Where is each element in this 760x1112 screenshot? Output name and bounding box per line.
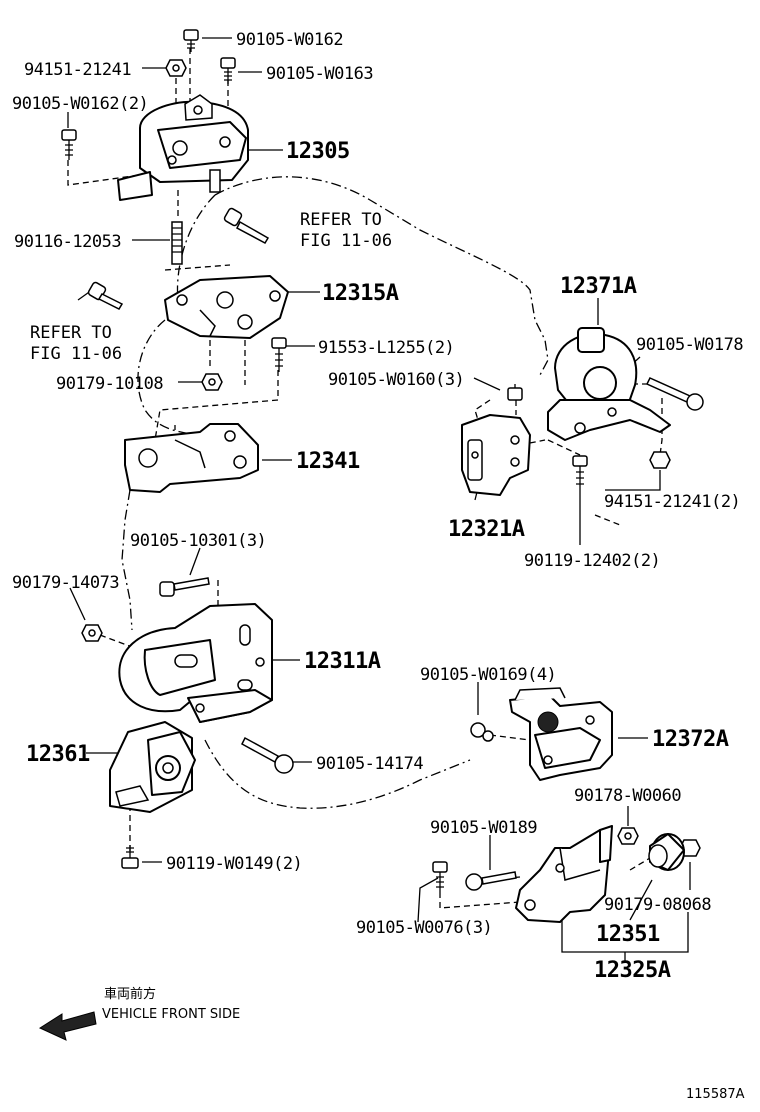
label-91553-L1255-2: 91553-L1255(2)	[318, 338, 454, 358]
label-refer-upper-line2: FIG 11-06	[300, 231, 392, 251]
front-indicator: 車両前方 VEHICLE FRONT SIDE	[38, 986, 240, 1041]
label-12351: 12351	[596, 922, 660, 947]
label-12372A: 12372A	[652, 727, 729, 752]
label-12371A: 12371A	[560, 274, 637, 299]
label-12305: 12305	[286, 139, 350, 164]
label-12315A: 12315A	[322, 281, 399, 306]
label-12361: 12361	[26, 742, 90, 767]
bolt-90105-W0178-icon	[645, 377, 704, 411]
label-94151-21241: 94151-21241	[24, 60, 131, 80]
part-12315A-bracket-icon	[164, 275, 289, 339]
label-90179-14073: 90179-14073	[12, 573, 119, 593]
label-90179-10108: 90179-10108	[56, 374, 163, 394]
bolt-90105-10301-icon	[159, 577, 210, 597]
label-12321A: 12321A	[448, 517, 525, 542]
label-refer-upper-line1: REFER TO	[300, 210, 382, 230]
bolt-91553-L1255-icon	[271, 337, 287, 372]
part-12325A-bracket-icon	[515, 825, 613, 923]
label-90105-W0076-3: 90105-W0076(3)	[356, 918, 492, 938]
vehicle-front-jp-label: 車両前方	[104, 986, 156, 1002]
label-90178-W0060: 90178-W0060	[574, 786, 681, 806]
nut-90178-W0060-icon	[617, 827, 639, 845]
nut-94151-21241-2-icon	[649, 451, 671, 469]
bolt-90105-14174-icon	[241, 736, 294, 774]
part-12351-cushion-icon	[648, 833, 685, 871]
bolt-90105-W0162-icon	[183, 29, 199, 52]
figure-code: 115587A	[686, 1087, 745, 1102]
label-90105-14174: 90105-14174	[316, 754, 423, 774]
label-90105-W0163: 90105-W0163	[266, 64, 373, 84]
nut-94151-21241-icon	[165, 59, 187, 77]
part-12321A-bracket-icon	[461, 414, 531, 496]
part-12371A-mount-icon	[547, 327, 671, 441]
bolt-90105-W0189-icon	[465, 871, 517, 891]
label-90179-08068: 90179-08068	[604, 895, 711, 915]
part-labels: 90105-W0162 94151-21241 90105-W0163 9010…	[12, 30, 744, 983]
label-90119-12402-2: 90119-12402(2)	[524, 551, 660, 571]
bolt-90105-W0162-2-icon	[61, 129, 77, 160]
part-12311A-bracket-icon	[118, 603, 273, 723]
part-12305-mount-icon	[117, 94, 249, 201]
bolt-refer-lower-icon	[87, 281, 124, 310]
label-90119-W0149-2: 90119-W0149(2)	[166, 854, 302, 874]
label-90105-W0178: 90105-W0178	[636, 335, 743, 355]
label-90105-W0160-3: 90105-W0160(3)	[328, 370, 464, 390]
label-12341: 12341	[296, 449, 360, 474]
label-90105-W0189: 90105-W0189	[430, 818, 537, 838]
label-90105-W0162-2: 90105-W0162(2)	[12, 94, 148, 114]
label-90116-12053: 90116-12053	[14, 232, 121, 252]
label-90105-10301-3: 90105-10301(3)	[130, 531, 266, 551]
label-94151-21241-2: 94151-21241(2)	[604, 492, 740, 512]
part-12341-bracket-icon	[124, 423, 259, 493]
bolt-90119-12402-icon	[572, 455, 588, 490]
stud-90116-12053-icon	[171, 221, 183, 265]
label-refer-lower-line2: FIG 11-06	[30, 344, 122, 364]
vehicle-front-en-label: VEHICLE FRONT SIDE	[102, 1007, 240, 1022]
part-12372A-mount-icon	[509, 687, 613, 781]
bolt-90105-W0169-icon	[470, 722, 494, 742]
part-12361-mount-icon	[109, 721, 196, 813]
parts	[109, 94, 685, 923]
arrow-left-icon	[38, 1011, 97, 1041]
label-12325A: 12325A	[594, 958, 671, 983]
label-12311A: 12311A	[304, 649, 381, 674]
bolt-refer-upper-icon	[223, 207, 270, 244]
bolt-90119-W0149-icon	[121, 845, 139, 869]
bolt-90105-W0160-icon	[507, 384, 523, 401]
nut-90179-14073-icon	[81, 624, 103, 642]
nut-90179-10108-icon	[201, 373, 223, 391]
bolt-90105-W0163-icon	[220, 57, 236, 84]
label-90105-W0162: 90105-W0162	[236, 30, 343, 50]
label-90105-W0169-4: 90105-W0169(4)	[420, 665, 556, 685]
label-refer-lower-line1: REFER TO	[30, 323, 112, 343]
fasteners	[61, 29, 704, 892]
bolt-90105-W0076-icon	[432, 861, 448, 892]
